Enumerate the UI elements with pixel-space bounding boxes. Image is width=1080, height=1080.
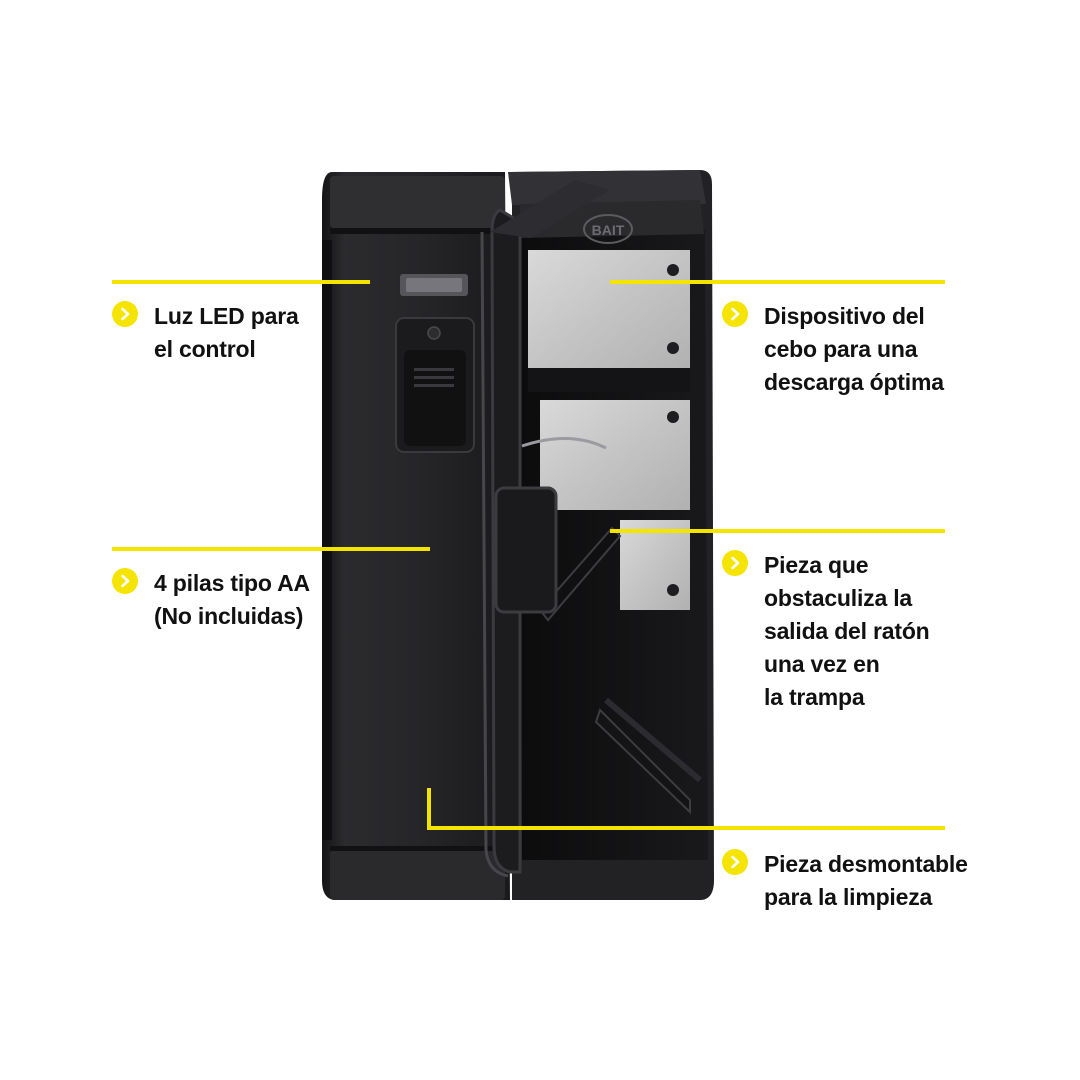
svg-text:BAIT: BAIT bbox=[592, 222, 625, 238]
chevron-right-icon bbox=[112, 301, 138, 327]
bait-stamp: BAIT bbox=[583, 214, 633, 244]
leader-line-barrier bbox=[610, 529, 945, 533]
bait-holder-plates bbox=[521, 250, 690, 610]
callout-batteries-text: 4 pilas tipo AA (No incluidas) bbox=[154, 570, 310, 629]
leader-line-led bbox=[112, 280, 370, 284]
leader-line-removable-vertical bbox=[427, 788, 431, 830]
chevron-right-icon bbox=[112, 568, 138, 594]
chevron-right-icon bbox=[722, 550, 748, 576]
callout-led: Luz LED para el control bbox=[112, 300, 299, 366]
leader-line-bait bbox=[610, 280, 945, 284]
callout-batteries: 4 pilas tipo AA (No incluidas) bbox=[112, 567, 310, 633]
callout-barrier: Pieza que obstaculiza la salida del rató… bbox=[722, 549, 930, 714]
callout-barrier-text: Pieza que obstaculiza la salida del rató… bbox=[764, 552, 930, 710]
callout-led-text: Luz LED para el control bbox=[154, 303, 299, 362]
leader-line-removable bbox=[427, 826, 945, 830]
leader-line-batteries bbox=[112, 547, 430, 551]
callout-bait-text: Dispositivo del cebo para una descarga ó… bbox=[764, 303, 944, 395]
chevron-right-icon bbox=[722, 301, 748, 327]
exit-barrier-flap bbox=[538, 526, 702, 815]
callout-removable-text: Pieza desmontable para la limpieza bbox=[764, 851, 968, 910]
chevron-right-icon bbox=[722, 849, 748, 875]
removable-cleaning-piece bbox=[494, 486, 558, 614]
battery-switch-cover bbox=[395, 317, 475, 453]
callout-removable: Pieza desmontable para la limpieza bbox=[722, 848, 968, 914]
callout-bait: Dispositivo del cebo para una descarga ó… bbox=[722, 300, 944, 399]
